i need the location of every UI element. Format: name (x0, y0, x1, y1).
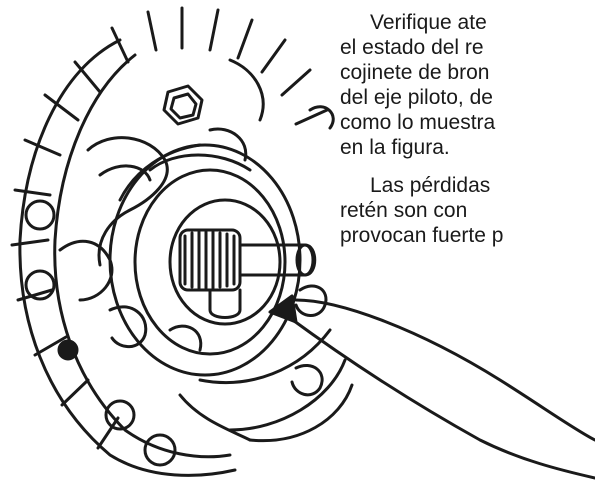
text-line: en la figura. (340, 136, 450, 159)
oil-passages (58, 58, 265, 352)
text-line: del eje piloto, de (340, 86, 493, 109)
text-line: Verifique ate (370, 11, 487, 34)
text-line: el estado del re (340, 36, 484, 59)
text-line: retén son con (340, 199, 468, 222)
pilot-shaft (178, 228, 317, 319)
body-text: Verifique ate el estado del re cojinete … (340, 10, 595, 248)
lower-housing (178, 328, 354, 443)
hex-plug (162, 84, 204, 126)
text-line: Las pérdidas (370, 174, 491, 197)
paragraph-seal-losses: Las pérdidas retén son con provocan fuer… (340, 173, 595, 248)
text-line: cojinete de bron (340, 61, 490, 84)
bearing-retainer (108, 143, 302, 377)
paragraph-inspection: Verifique ate el estado del re cojinete … (340, 10, 595, 160)
text-line: provocan fuerte p (340, 224, 504, 247)
bolt-bosses (24, 105, 335, 467)
callout-arrow (268, 294, 595, 480)
housing-outer-rim (10, 6, 329, 477)
text-line: como lo muestra (340, 111, 496, 134)
